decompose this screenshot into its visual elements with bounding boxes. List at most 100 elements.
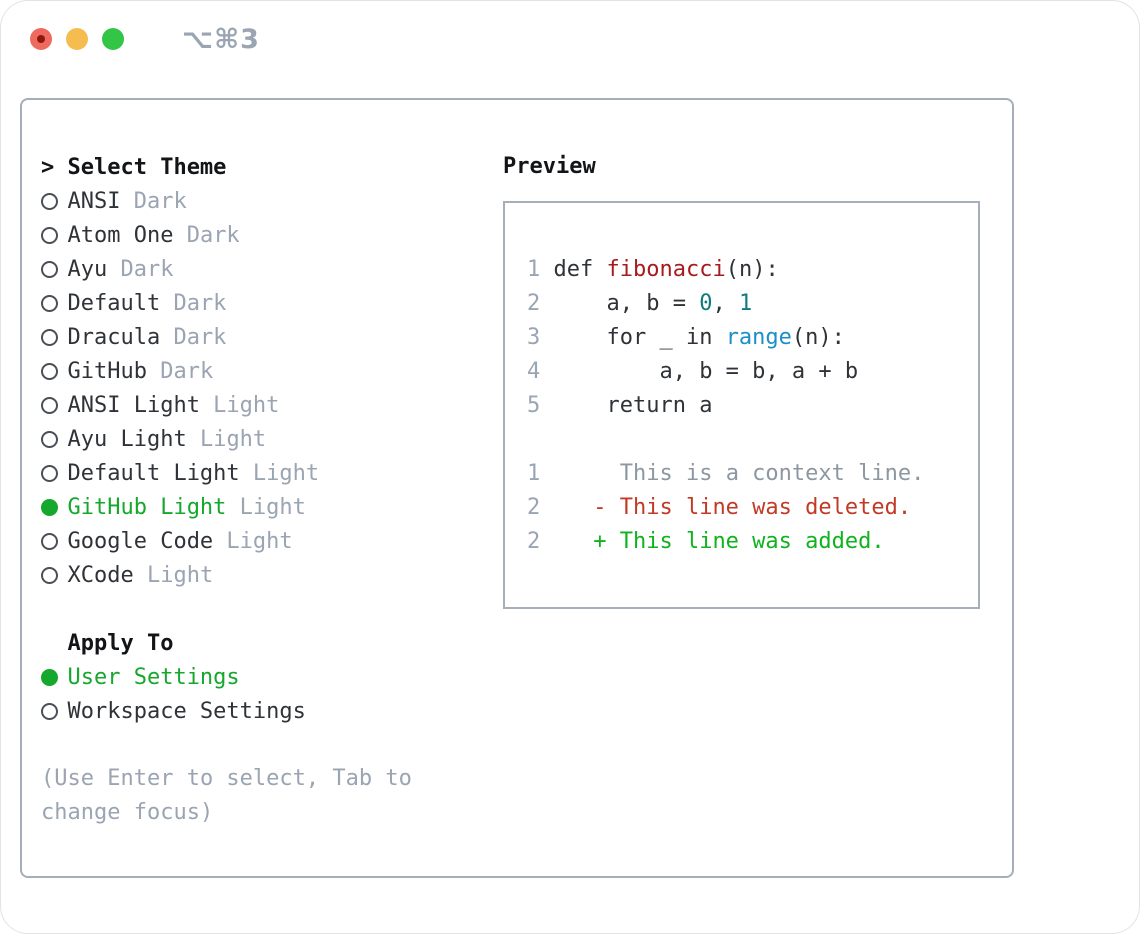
radio-circle [41,668,58,686]
apply-option-workspace-settings[interactable]: Workspace Settings [41,694,481,728]
theme-variant-label: Light [199,392,280,418]
code-segment: (n): [791,325,845,350]
radio-icon [41,260,67,278]
radio-circle [41,566,58,584]
option-label: Ayu [67,256,108,282]
radio-circle [41,362,58,380]
option-label: Atom One [67,222,174,248]
code-segment: + This line was added. [593,529,885,554]
radio-circle [41,328,58,346]
zoom-button[interactable] [102,28,124,50]
radio-circle [41,226,58,244]
code-segment: for _ in [553,325,726,350]
line-number: 3 [527,325,554,350]
code-segment: return a [553,393,713,418]
theme-variant-label: Light [239,460,320,486]
radio-icon [41,464,67,482]
radio-circle [41,498,58,516]
code-segment: , [712,291,739,316]
code-segment: fibonacci [606,257,726,282]
line-number: 1 [527,257,554,282]
radio-selected-icon [41,668,67,686]
preview-heading: Preview [503,154,596,179]
code-segment: 1 [738,291,753,316]
radio-icon [41,328,67,346]
option-label: Workspace Settings [67,698,306,724]
theme-option-github-light[interactable]: GitHub Light Light [41,490,481,524]
theme-variant-label: Dark [146,358,214,384]
preview-code-line: 4 a, b = b, a + b [527,355,978,389]
line-number: 2 [527,291,554,316]
preview-code-line: 1 def fibonacci(n): [527,253,978,287]
preview-code-line: 2 + This line was added. [527,525,978,559]
apply-option-user-settings[interactable]: User Settings [41,660,481,694]
preview-code-line: 5 return a [527,389,978,423]
cursor-caret-icon: > [41,154,55,180]
theme-option-xcode[interactable]: XCode Light [41,558,481,592]
option-label: Ayu Light [67,426,187,452]
theme-option-ansi-light[interactable]: ANSI Light Light [41,388,481,422]
radio-icon [41,430,67,448]
option-label: Default [67,290,161,316]
apply-to-heading: Apply To [41,626,481,660]
code-segment: 0 [699,291,713,316]
theme-variant-label: Dark [120,188,187,214]
radio-circle [41,702,58,720]
theme-option-github[interactable]: GitHub Dark [41,354,481,388]
theme-variant-label: Dark [107,256,174,282]
theme-variant-label: Light [186,426,267,452]
keyboard-hint: (Use Enter to select, Tab to change focu… [41,766,412,825]
radio-icon [41,192,67,210]
theme-variant-label: Dark [160,290,227,316]
theme-option-google-code[interactable]: Google Code Light [41,524,481,558]
option-label: Dracula [67,324,161,350]
theme-option-ayu[interactable]: Ayu Dark [41,252,481,286]
preview-blank-line [527,423,978,457]
option-label: Default Light [67,460,240,486]
code-segment: a, b = [553,291,700,316]
close-button[interactable] [30,28,52,50]
code-segment: a, b = b, a + b [553,359,859,384]
radio-circle [41,260,58,278]
line-number: 2 [527,529,541,554]
radio-circle [41,294,58,312]
option-label: GitHub [67,358,147,384]
radio-icon [41,396,67,414]
title-bar: ⌥⌘3 [1,1,1139,77]
window-title: ⌥⌘3 [182,23,260,55]
preview-code-line: 2 a, b = 0, 1 [527,287,978,321]
theme-option-ayu-light[interactable]: Ayu Light Light [41,422,481,456]
theme-option-default[interactable]: Default Dark [41,286,481,320]
preview-code-line: 1 This is a context line. [527,457,978,491]
theme-option-default-light[interactable]: Default Light Light [41,456,481,490]
radio-icon [41,702,67,720]
spacer [41,592,481,626]
theme-option-ansi[interactable]: ANSI Dark [41,184,481,218]
theme-option-dracula[interactable]: Dracula Dark [41,320,481,354]
code-segment: This is a context line. [619,461,925,486]
code-segment: range [725,325,792,350]
select-theme-heading: >Select Theme [41,150,481,184]
code-segment [540,461,619,486]
radio-icon [41,566,67,584]
theme-variant-label: Light [213,528,293,554]
spacer [41,728,481,762]
theme-variant-label: Dark [173,222,240,248]
theme-option-atom-one[interactable]: Atom One Dark [41,218,481,252]
line-number: 5 [527,393,554,418]
line-number: 4 [527,359,554,384]
line-number: 2 [527,495,541,520]
option-label: ANSI [67,188,121,214]
apply-to-heading-label: Apply To [67,630,174,656]
radio-circle [41,192,58,210]
option-label: GitHub Light [67,494,227,520]
theme-variant-label: Dark [160,324,227,350]
code-segment: (n): [725,257,779,282]
radio-circle [41,396,58,414]
minimize-button[interactable] [66,28,88,50]
